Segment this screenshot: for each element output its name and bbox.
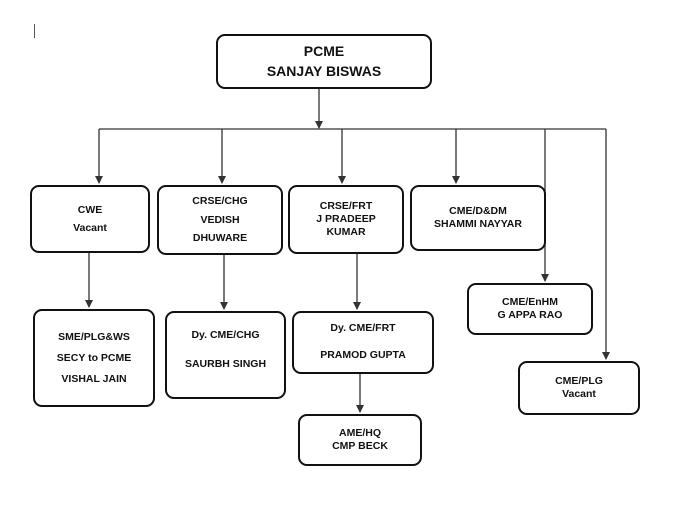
cme-plg-box: CME/PLG Vacant <box>518 361 640 415</box>
sme-plg-role: SECY to PCME <box>56 351 132 364</box>
dy-cme-frt-title: Dy. CME/FRT <box>330 322 396 334</box>
cme-ddm-title: CME/D&DM <box>449 204 507 217</box>
dy-cme-frt-name: PRAMOD GUPTA <box>320 349 406 362</box>
pcme-title: PCME <box>303 42 345 59</box>
cwe-title: CWE <box>77 203 103 216</box>
cme-ddm-name: SHAMMI NAYYAR <box>434 218 522 230</box>
ame-hq-title: AME/HQ <box>339 426 381 439</box>
crse-chg-title: CRSE/CHG <box>192 195 248 208</box>
cwe-name: Vacant <box>73 222 107 234</box>
cwe-box: CWE Vacant <box>30 185 150 253</box>
pcme-box: PCME SANJAY BISWAS <box>216 34 432 89</box>
cme-ddm-box: CME/D&DM SHAMMI NAYYAR <box>410 185 546 251</box>
crse-chg-name-2: DHUWARE <box>192 232 248 245</box>
crse-frt-box: CRSE/FRT J PRADEEP KUMAR <box>288 185 404 254</box>
dy-cme-chg-name: SAURBH SINGH <box>184 358 267 371</box>
crse-frt-title: CRSE/FRT <box>319 199 373 212</box>
sme-plg-name: VISHAL JAIN <box>61 372 127 385</box>
cme-plg-name: Vacant <box>562 388 596 400</box>
crse-chg-box: CRSE/CHG VEDISH DHUWARE <box>157 185 283 255</box>
cme-enhm-box: CME/EnHM G APPA RAO <box>467 283 593 335</box>
ame-hq-name: CMP BECK <box>332 440 388 452</box>
crse-chg-name-1: VEDISH <box>200 213 240 226</box>
dy-cme-chg-box: Dy. CME/CHG SAURBH SINGH <box>165 311 286 399</box>
ame-hq-box: AME/HQ CMP BECK <box>298 414 422 466</box>
crse-frt-name-2: KUMAR <box>326 226 366 239</box>
cme-plg-title: CME/PLG <box>555 374 603 387</box>
text-cursor <box>34 24 35 38</box>
dy-cme-frt-box: Dy. CME/FRT PRAMOD GUPTA <box>292 311 434 374</box>
sme-plg-title: SME/PLG&WS <box>58 330 130 343</box>
crse-frt-name-1: J PRADEEP <box>316 212 376 225</box>
cme-enhm-name: G APPA RAO <box>497 309 563 321</box>
dy-cme-chg-title: Dy. CME/CHG <box>191 329 260 341</box>
sme-plg-box: SME/PLG&WS SECY to PCME VISHAL JAIN <box>33 309 155 407</box>
pcme-name: SANJAY BISWAS <box>266 62 382 79</box>
cme-enhm-title: CME/EnHM <box>502 295 558 308</box>
